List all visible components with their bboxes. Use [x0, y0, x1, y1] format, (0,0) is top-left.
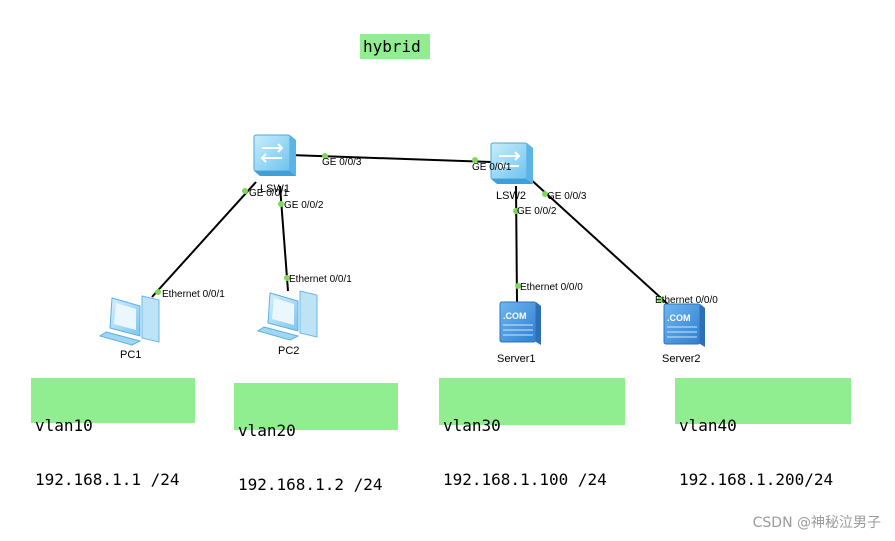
port-lsw1-to-pc1: GE 0/0/1 — [249, 188, 289, 199]
lsw2-label: LSW2 — [496, 190, 526, 202]
pc1-vlan: vlan10 — [35, 416, 93, 435]
server1-vlan: vlan30 — [443, 416, 501, 435]
port-lsw2-to-lsw1: GE 0/0/1 — [472, 162, 512, 173]
server1-badge: .COM — [503, 311, 527, 321]
lsw1-label: LSW1 — [260, 183, 290, 195]
port-lsw2-to-server2: GE 0/0/3 — [547, 191, 587, 202]
link-lsw2-server1 — [515, 185, 518, 303]
info-box-server2: vlan40 192.168.1.200/24 — [675, 378, 851, 489]
server2-icon[interactable]: .COM — [663, 303, 705, 347]
port-lsw2-to-server1: GE 0/0/2 — [517, 206, 557, 217]
port-dots — [155, 153, 663, 303]
switch-lsw1-icon[interactable] — [253, 134, 296, 176]
link-lsw1-lsw2 — [289, 154, 492, 163]
server1-label: Server1 — [497, 353, 536, 365]
watermark: CSDN @神秘泣男子 — [752, 515, 881, 531]
port-server1-eth: Ethernet 0/0/0 — [520, 282, 583, 293]
port-pc2-eth: Ethernet 0/0/1 — [289, 274, 352, 285]
server1-icon[interactable]: .COM — [499, 301, 541, 345]
pc2-label: PC2 — [278, 345, 299, 357]
pc1-ip: 192.168.1.1 /24 — [35, 470, 180, 489]
port-server2-eth: Ethernet 0/0/0 — [655, 295, 718, 306]
pc1-label: PC1 — [120, 349, 141, 361]
server2-label: Server2 — [662, 353, 701, 365]
server1-ip: 192.168.1.100 /24 — [443, 470, 607, 489]
server2-badge: .COM — [667, 313, 691, 323]
info-box-pc1: vlan10 192.168.1.1 /24 — [31, 378, 195, 489]
server2-vlan: vlan40 — [679, 416, 737, 435]
server2-ip: 192.168.1.200/24 — [679, 470, 834, 489]
pc1-icon[interactable] — [98, 295, 160, 346]
pc2-icon[interactable] — [256, 290, 318, 341]
pc2-vlan: vlan20 — [238, 421, 296, 440]
info-box-pc2: vlan20 192.168.1.2 /24 — [234, 383, 398, 494]
port-lsw1-to-pc2: GE 0/0/2 — [284, 200, 324, 211]
info-box-server1: vlan30 192.168.1.100 /24 — [439, 378, 625, 489]
link-lsw2-server2 — [526, 175, 673, 309]
pc2-ip: 192.168.1.2 /24 — [238, 475, 383, 494]
port-pc1-eth: Ethernet 0/0/1 — [162, 289, 225, 300]
switch-lsw2-icon[interactable] — [490, 142, 533, 184]
title-label: hybrid — [360, 34, 430, 59]
link-lsw1-pc1 — [151, 181, 257, 298]
port-lsw1-to-lsw2: GE 0/0/3 — [322, 157, 362, 168]
